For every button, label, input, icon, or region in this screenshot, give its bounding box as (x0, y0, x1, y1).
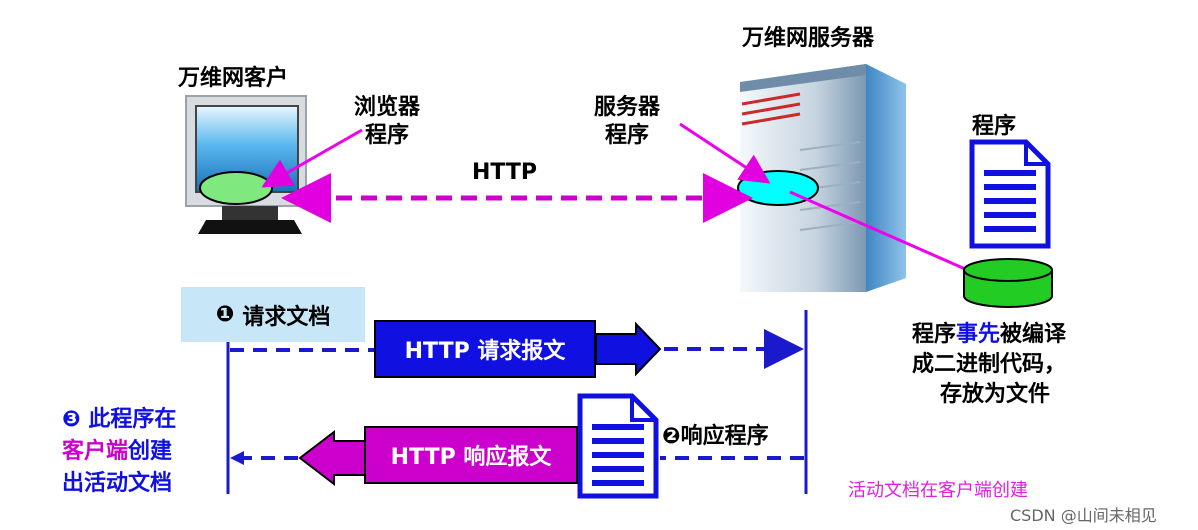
step2-marker: ❷ (662, 424, 681, 449)
browser-program-oval (199, 171, 273, 205)
step1-request-doc-box: ❶ 请求文档 (181, 287, 365, 342)
program-note-1b: 事先 (956, 322, 1001, 347)
request-big-arrow-head (595, 321, 662, 377)
step2-response-label: ❷响应程序 (662, 418, 769, 450)
server-label-line2: 程序 (605, 123, 650, 148)
http-label: HTTP (472, 160, 538, 185)
response-arrow-tip (230, 451, 244, 465)
step1-label: 请求文档 (242, 304, 331, 330)
program-note-2: 成二进制代码， (912, 352, 1067, 377)
server-title: 万维网服务器 (742, 26, 875, 51)
server-tower-icon (740, 64, 906, 292)
client-monitor-icon (185, 95, 307, 234)
step3-line3: 出活动文档 (62, 471, 173, 496)
program-note-1c: 被编译 (1000, 322, 1067, 347)
step3-line1: 此程序在 (88, 407, 177, 432)
server-program-label: 服务器 程序 (594, 94, 660, 150)
step2-text: 响应程序 (680, 424, 769, 449)
program-to-server-line (789, 190, 973, 274)
caption-text: 活动文档在客户端创建 (848, 480, 1028, 501)
program-note: 程序事先被编译 成二进制代码， 存放为文件 (912, 320, 1066, 410)
http-request-label: HTTP 请求报文 (404, 339, 566, 364)
step1-marker: ❶ (215, 302, 235, 327)
storage-cylinder-icon (963, 258, 1053, 308)
program-document-icon (969, 139, 1051, 249)
browser-pointer-arrow (261, 128, 363, 188)
http-response-message-box: HTTP 响应报文 (364, 426, 578, 484)
step3-marker: ❸ (62, 407, 81, 432)
program-doc-title: 程序 (972, 114, 1017, 139)
browser-program-label: 浏览器 程序 (354, 94, 420, 150)
server-pointer-arrow (679, 122, 771, 184)
browser-label-line1: 浏览器 (354, 95, 421, 120)
step3-line2a: 客户端 (62, 439, 129, 464)
client-title: 万维网客户 (178, 66, 289, 91)
server-label-line1: 服务器 (594, 95, 661, 120)
step3-label: ❸ 此程序在 客户端创建 出活动文档 (62, 404, 176, 500)
program-note-3: 存放为文件 (940, 382, 1051, 407)
program-note-1a: 程序 (912, 322, 957, 347)
step3-line2b: 创建 (128, 439, 173, 464)
http-request-message-box: HTTP 请求报文 (374, 320, 596, 378)
http-response-label: HTTP 响应报文 (390, 445, 552, 470)
watermark-text: CSDN @山间未相见 (1010, 506, 1157, 525)
response-document-icon (577, 393, 659, 499)
response-big-arrow-head (298, 429, 367, 487)
browser-label-line2: 程序 (365, 123, 410, 148)
